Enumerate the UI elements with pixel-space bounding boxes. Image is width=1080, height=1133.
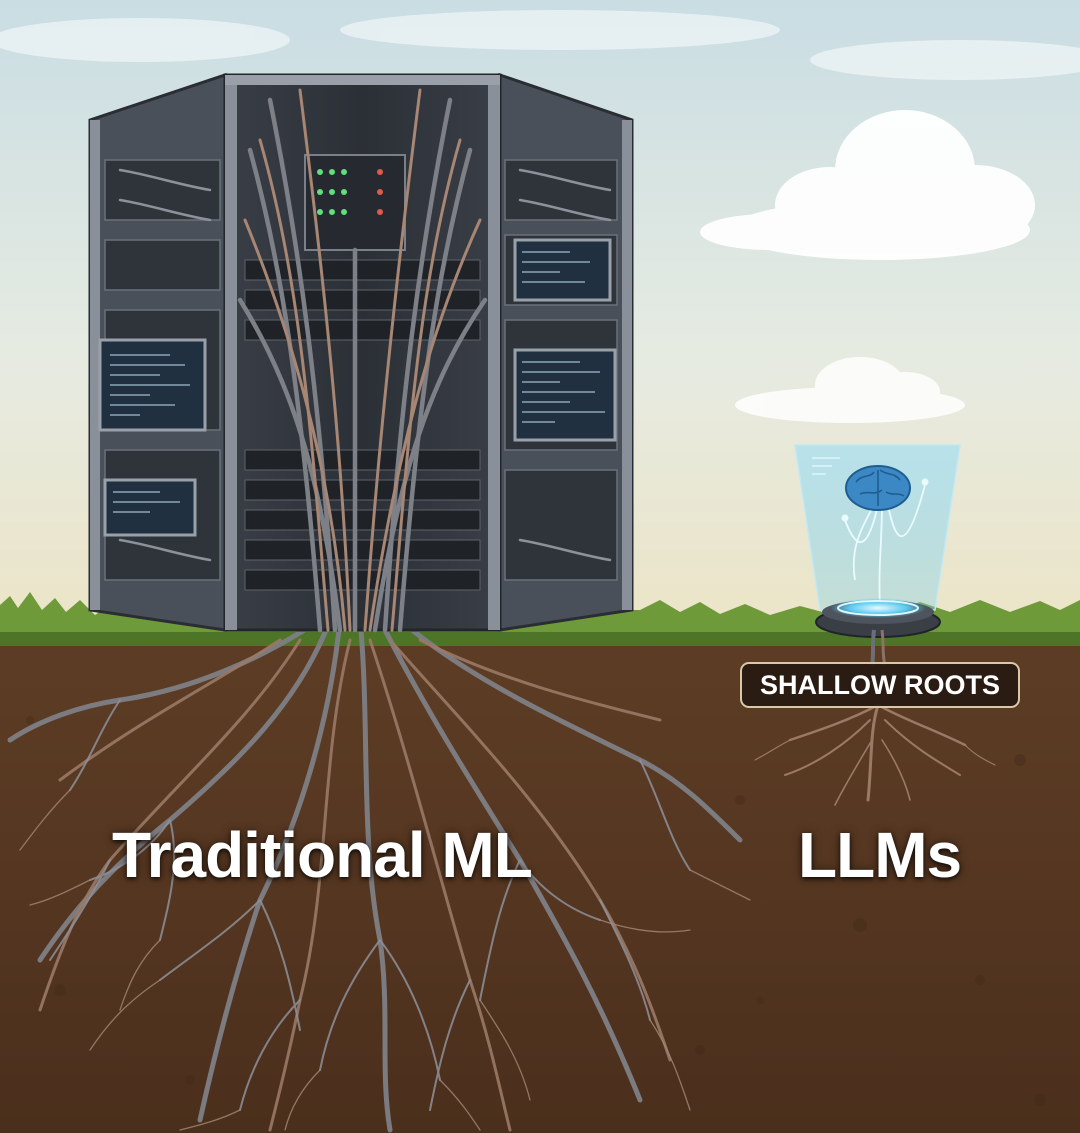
server-rack (88, 72, 634, 633)
soil-texture (26, 716, 1046, 1106)
cloud-small (735, 357, 965, 423)
hologram-device (794, 444, 961, 666)
deep-roots (7, 617, 751, 1133)
grass-shade (0, 632, 1080, 646)
llms-label: LLMs (798, 819, 962, 891)
brain-icon (845, 465, 911, 511)
cloud-large (700, 110, 1035, 260)
code-monitors (98, 238, 617, 537)
shallow-roots (754, 703, 996, 806)
status-leds (317, 169, 383, 215)
traditional-ml-label: Traditional ML (112, 819, 533, 891)
cloud-wisps (0, 10, 1080, 80)
shallow-roots-badge: SHALLOW ROOTS (740, 662, 1020, 708)
